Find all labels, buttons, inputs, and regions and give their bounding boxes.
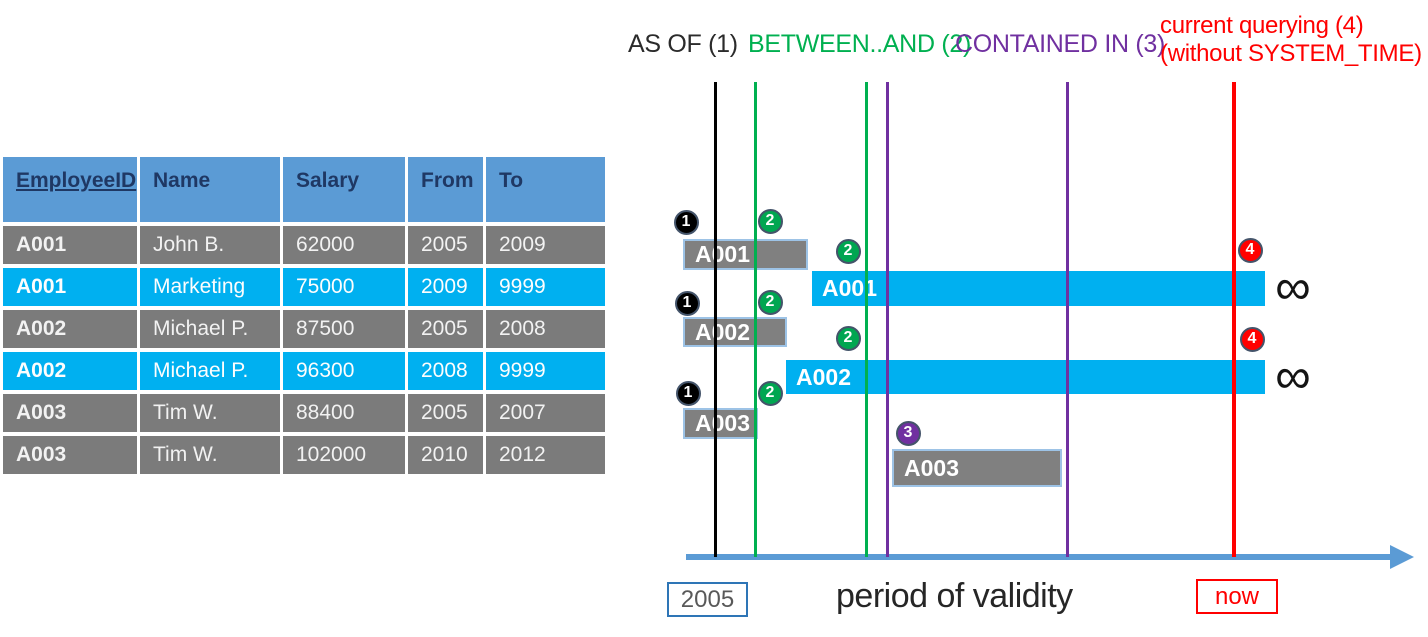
table-cell: 2010 [408, 436, 483, 474]
header-row: EmployeeID Name Salary From To [3, 157, 605, 222]
number-badge-1: 1 [674, 290, 700, 316]
table-cell: 2005 [408, 394, 483, 432]
number-badge-4: 4 [1239, 326, 1265, 352]
column-header-label: EmployeeID [16, 169, 137, 192]
table-cell: 2008 [408, 352, 483, 390]
timeline-bar-a001: A001 [683, 239, 808, 270]
legend-current-querying: current querying (4) (without SYSTEM_TIM… [1160, 12, 1422, 68]
contained-start-line [886, 82, 889, 557]
table-cell: Michael P. [140, 310, 280, 348]
table-cell: 87500 [283, 310, 405, 348]
column-header-salary: Salary [283, 157, 405, 222]
between-start-line [754, 82, 757, 557]
column-header-to: To [486, 157, 605, 222]
table-cell: 2009 [486, 226, 605, 264]
table-cell: A001 [3, 226, 137, 264]
time-axis-arrowhead-icon [1390, 545, 1414, 569]
number-badge-2: 2 [835, 238, 861, 264]
timeline-bar-a001: A001 [812, 271, 1265, 306]
timeline-bar-a003: A003 [892, 449, 1062, 487]
table-cell: 2007 [486, 394, 605, 432]
number-badge-2: 2 [835, 325, 861, 351]
number-badge-4: 4 [1237, 237, 1263, 263]
column-header-name: Name [140, 157, 280, 222]
axis-now-box: now [1196, 579, 1278, 614]
axis-title: period of validity [836, 577, 1073, 615]
table-cell: Marketing [140, 268, 280, 306]
number-badge-2: 2 [757, 380, 783, 406]
table-cell: A003 [3, 436, 137, 474]
now-line [1232, 82, 1236, 557]
column-header-label: Name [153, 169, 211, 192]
table-cell: 2009 [408, 268, 483, 306]
legend-as-of: AS OF (1) [628, 30, 738, 58]
column-header-employeeid: EmployeeID [3, 157, 137, 222]
legend-current-querying-line2: (without SYSTEM_TIME) [1160, 40, 1422, 68]
table-cell: 2008 [486, 310, 605, 348]
table-cell: A002 [3, 310, 137, 348]
infinity-icon: ∞ [1275, 259, 1311, 315]
number-badge-2: 2 [757, 208, 783, 234]
column-header-label: To [499, 169, 524, 192]
infinity-icon: ∞ [1275, 348, 1311, 404]
column-header-label: Salary [296, 169, 360, 192]
table-cell: 96300 [283, 352, 405, 390]
timeline-bar-a002: A002 [786, 360, 1265, 394]
timeline-bar-a003: A003 [683, 408, 758, 439]
number-badge-1: 1 [675, 380, 701, 406]
column-header-label: From [421, 169, 474, 192]
number-badge-2: 2 [757, 289, 783, 315]
between-end-line [865, 82, 868, 557]
table-cell: Tim W. [140, 394, 280, 432]
legend-between-and: BETWEEN..AND (2) [748, 30, 971, 58]
as-of-line [714, 82, 717, 557]
employee-table-header: EmployeeID Name Salary From To [3, 157, 605, 222]
table-cell: 2005 [408, 226, 483, 264]
time-axis [686, 554, 1392, 560]
table-cell: 2005 [408, 310, 483, 348]
number-badge-1: 1 [673, 209, 699, 235]
table-cell: A002 [3, 352, 137, 390]
column-header-from: From [408, 157, 483, 222]
table-cell: John B. [140, 226, 280, 264]
table-cell: 75000 [283, 268, 405, 306]
legend-contained-in: CONTAINED IN (3) [955, 30, 1166, 58]
table-cell: A001 [3, 268, 137, 306]
table-cell: 62000 [283, 226, 405, 264]
table-cell: 88400 [283, 394, 405, 432]
table-cell: Tim W. [140, 436, 280, 474]
table-cell: 9999 [486, 268, 605, 306]
table-cell: A003 [3, 394, 137, 432]
table-cell: 9999 [486, 352, 605, 390]
timeline-bar-a002: A002 [683, 317, 787, 347]
contained-end-line [1066, 82, 1069, 557]
number-badge-3: 3 [895, 420, 921, 446]
table-cell: 102000 [283, 436, 405, 474]
axis-start-year-box: 2005 [667, 582, 748, 617]
table-cell: Michael P. [140, 352, 280, 390]
legend-current-querying-line1: current querying (4) [1160, 12, 1364, 39]
table-cell: 2012 [486, 436, 605, 474]
